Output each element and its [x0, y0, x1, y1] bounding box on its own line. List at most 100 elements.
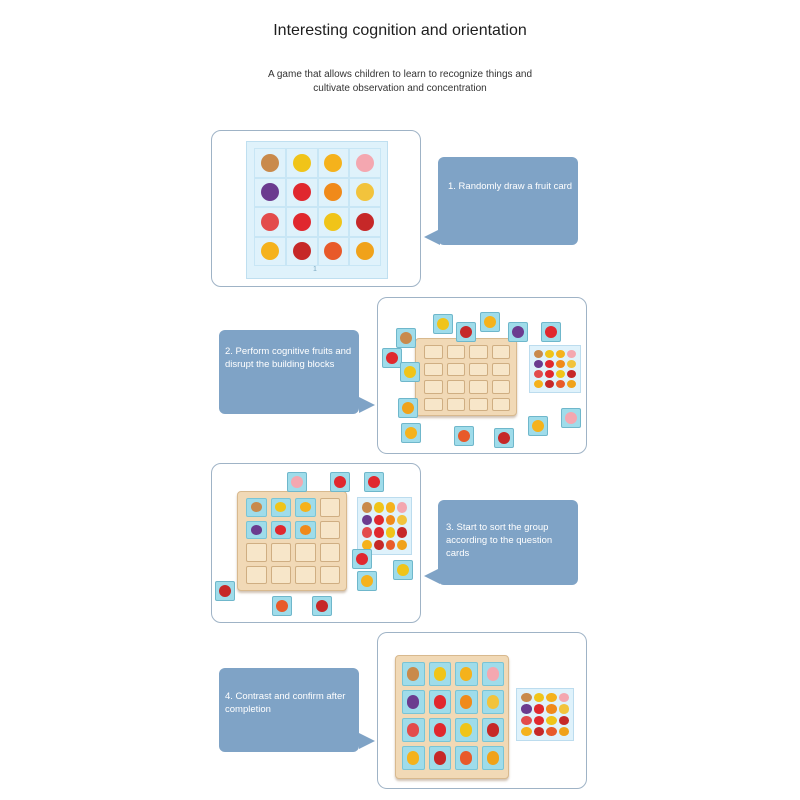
- step-3-text-line-2: according to the question: [446, 535, 553, 546]
- fruit-icon: [546, 726, 557, 736]
- fruit-block: [455, 662, 478, 686]
- fruit-block: [396, 328, 416, 348]
- step-1-photo-frame: 1: [211, 130, 421, 287]
- fruit-icon: [567, 380, 576, 388]
- page-subtitle: A game that allows children to learn to …: [250, 68, 550, 96]
- fruit-icon: [533, 726, 544, 736]
- empty-slot: [295, 565, 316, 584]
- step-1-callout-tail: [424, 229, 440, 245]
- empty-slot: [319, 565, 340, 584]
- fruit-block: [481, 746, 504, 770]
- fruit-icon: [533, 715, 544, 725]
- fruit-icon: [275, 502, 287, 513]
- step-4-photo-frame: [377, 632, 587, 789]
- fruit-card-cell: [317, 207, 350, 237]
- fruit-icon: [565, 412, 577, 424]
- fruit-icon: [558, 726, 569, 736]
- step-4-callout-tail: [359, 733, 375, 749]
- wooden-board: [237, 491, 347, 591]
- fruit-icon: [460, 326, 472, 338]
- step-1-text: 1. Randomly draw a fruit card: [448, 181, 573, 192]
- subtitle-line-2: cultivate observation and concentration: [313, 83, 487, 94]
- empty-slot: [319, 543, 340, 562]
- fruit-block: [272, 596, 292, 616]
- wooden-board-slots: [246, 498, 340, 584]
- fruit-icon: [400, 332, 412, 344]
- fruit-icon: [292, 183, 311, 202]
- fruit-icon: [397, 539, 407, 550]
- fruit-icon: [368, 476, 380, 488]
- fruit-icon: [260, 183, 279, 202]
- fruit-icon: [373, 514, 384, 525]
- fruit-icon: [260, 212, 279, 231]
- empty-slot: [469, 397, 488, 411]
- fruit-icon: [324, 183, 343, 202]
- step-2-text-line-2: disrupt the building blocks: [225, 359, 335, 370]
- fruit-icon: [407, 695, 420, 709]
- fruit-icon: [533, 704, 544, 714]
- empty-slot: [319, 520, 340, 539]
- fruit-icon: [404, 366, 416, 378]
- fruit-block: [402, 746, 425, 770]
- fruit-card-cell: [285, 148, 318, 178]
- fruit-block: [215, 581, 235, 601]
- step-3-text-line-1: 3. Start to sort the group: [446, 522, 549, 533]
- fruit-icon: [324, 153, 343, 172]
- fruit-icon: [299, 524, 311, 535]
- empty-slot: [491, 380, 510, 394]
- wooden-board-slots: [402, 662, 504, 770]
- empty-slot: [424, 362, 443, 376]
- fruit-icon: [567, 370, 576, 378]
- fruit-block: [401, 423, 421, 443]
- fruit-block: [480, 312, 500, 332]
- fruit-icon: [545, 360, 554, 368]
- page-title: Interesting cognition and orientation: [273, 22, 527, 39]
- fruit-icon: [397, 514, 407, 525]
- fruit-icon: [397, 502, 407, 513]
- fruit-card-cell: [349, 148, 381, 178]
- fruit-icon: [433, 723, 446, 737]
- fruit-block: [428, 662, 451, 686]
- fruit-block: [393, 560, 413, 580]
- fruit-block: [428, 690, 451, 714]
- fruit-icon: [275, 524, 287, 535]
- fruit-icon: [460, 667, 473, 681]
- fruit-icon: [407, 723, 420, 737]
- fruit-block: [428, 746, 451, 770]
- fruit-icon: [250, 524, 262, 535]
- fruit-icon: [373, 502, 384, 513]
- fruit-card-cell: [349, 207, 381, 237]
- fruit-icon: [437, 318, 449, 330]
- empty-slot: [319, 498, 340, 517]
- mini-question-card: [529, 345, 581, 393]
- empty-slot: [295, 543, 316, 562]
- fruit-icon: [385, 527, 396, 538]
- fruit-icon: [397, 564, 409, 576]
- fruit-block: [295, 498, 316, 517]
- step-2-callout-tail: [359, 397, 375, 413]
- wooden-board-slots: [424, 345, 510, 411]
- fruit-icon: [460, 695, 473, 709]
- fruit-icon: [260, 153, 279, 172]
- fruit-icon: [361, 575, 373, 587]
- empty-slot: [424, 397, 443, 411]
- fruit-icon: [362, 539, 372, 550]
- fruit-block: [357, 571, 377, 591]
- fruit-block: [352, 549, 372, 569]
- empty-slot: [270, 543, 291, 562]
- fruit-icon: [292, 242, 311, 261]
- question-card-number: 1: [313, 266, 317, 273]
- fruit-block: [428, 718, 451, 742]
- fruit-icon: [533, 693, 544, 703]
- fruit-icon: [545, 380, 554, 388]
- fruit-icon: [373, 539, 384, 550]
- fruit-icon: [521, 726, 532, 736]
- fruit-icon: [356, 183, 375, 202]
- fruit-card-cell: [285, 207, 318, 237]
- fruit-icon: [324, 242, 343, 261]
- fruit-block: [295, 520, 316, 539]
- fruit-icon: [556, 360, 565, 368]
- fruit-icon: [299, 502, 311, 513]
- fruit-icon: [534, 360, 543, 368]
- fruit-icon: [385, 514, 396, 525]
